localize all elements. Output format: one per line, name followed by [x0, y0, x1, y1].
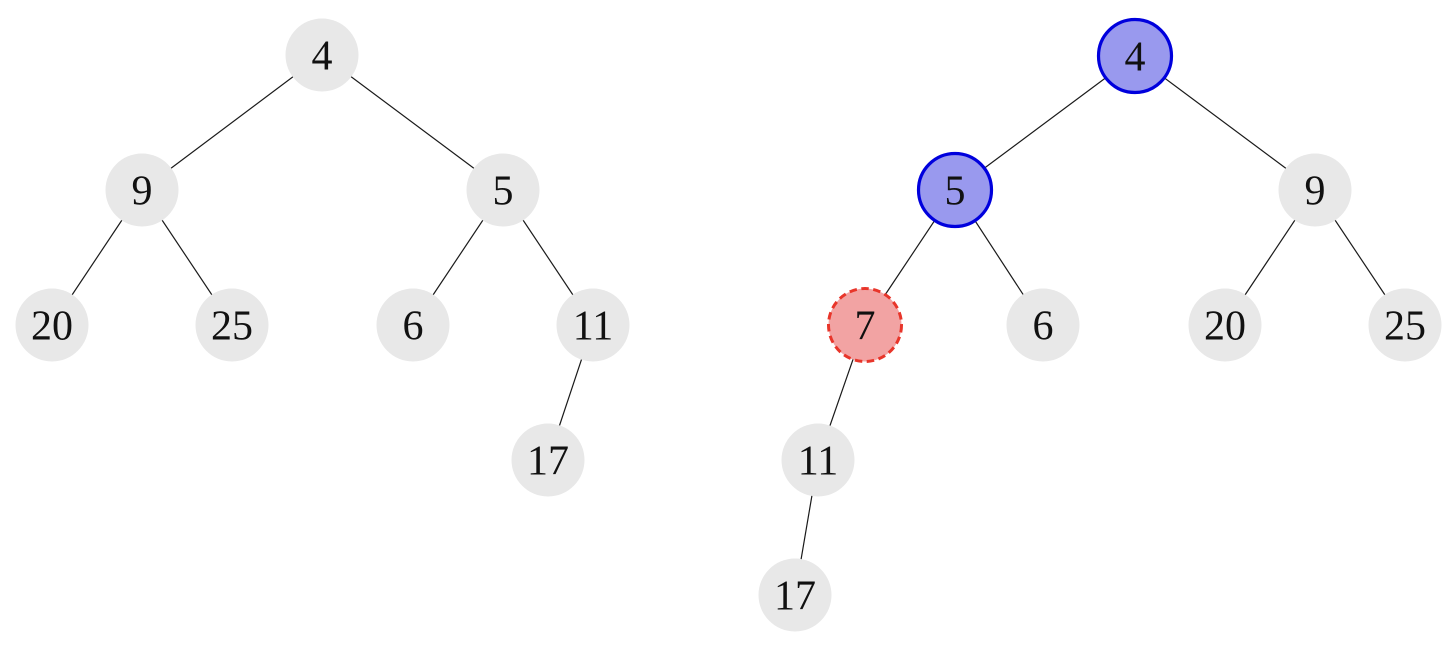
node-value-label: 20	[1204, 303, 1246, 349]
node-circle	[285, 18, 359, 92]
tree-node-20: 20	[15, 288, 89, 362]
tree-node-9: 9	[1278, 153, 1352, 227]
node-value-label: 9	[132, 168, 153, 214]
node-value-label: 5	[493, 168, 514, 214]
tree-node-11: 11	[556, 288, 630, 362]
right-tree: 4 5 9 7 6 20 25 11 17	[758, 17, 1442, 632]
node-circle	[105, 153, 179, 227]
node-circle	[556, 288, 630, 362]
node-circle	[827, 287, 903, 363]
node-value-label: 9	[1305, 168, 1326, 214]
tree-node-5: 5	[466, 153, 540, 227]
node-value-label: 6	[403, 303, 424, 349]
node-value-label: 4	[312, 33, 333, 79]
tree-node-17: 17	[511, 423, 585, 497]
node-value-label: 11	[573, 303, 613, 349]
tree-edge-4-5	[321, 54, 504, 191]
tree-node-4: 4	[285, 18, 359, 92]
node-value-label: 25	[211, 303, 253, 349]
left-tree: 4 9 5 20 25 6 11 17	[15, 18, 630, 497]
node-circle	[511, 423, 585, 497]
node-value-label: 7	[855, 303, 876, 349]
node-circle	[466, 153, 540, 227]
node-value-label: 6	[1033, 303, 1054, 349]
node-value-label: 20	[31, 303, 73, 349]
node-circle	[781, 423, 855, 497]
node-circle	[1096, 17, 1174, 95]
node-circle	[376, 288, 450, 362]
node-circle	[1006, 288, 1080, 362]
tree-node-20: 20	[1188, 288, 1262, 362]
tree-node-7: 7	[827, 287, 903, 363]
node-value-label: 5	[945, 168, 966, 214]
node-circle	[195, 288, 269, 362]
node-value-label: 4	[1125, 34, 1146, 80]
node-value-label: 11	[798, 438, 838, 484]
node-circle	[758, 558, 832, 632]
node-circle	[1188, 288, 1262, 362]
node-value-label: 25	[1384, 303, 1426, 349]
tree-node-6: 6	[1006, 288, 1080, 362]
node-circle	[15, 288, 89, 362]
tree-node-9: 9	[105, 153, 179, 227]
tree-node-11: 11	[781, 423, 855, 497]
tree-node-25: 25	[195, 288, 269, 362]
tree-node-4: 4	[1096, 17, 1174, 95]
node-value-label: 17	[774, 573, 816, 619]
node-value-label: 17	[527, 438, 569, 484]
node-circle	[1368, 288, 1442, 362]
tree-edge-4-9	[141, 54, 323, 191]
node-circle	[916, 151, 994, 229]
tree-node-5: 5	[916, 151, 994, 229]
tree-node-25: 25	[1368, 288, 1442, 362]
tree-node-6: 6	[376, 288, 450, 362]
tree-node-17: 17	[758, 558, 832, 632]
node-circle	[1278, 153, 1352, 227]
